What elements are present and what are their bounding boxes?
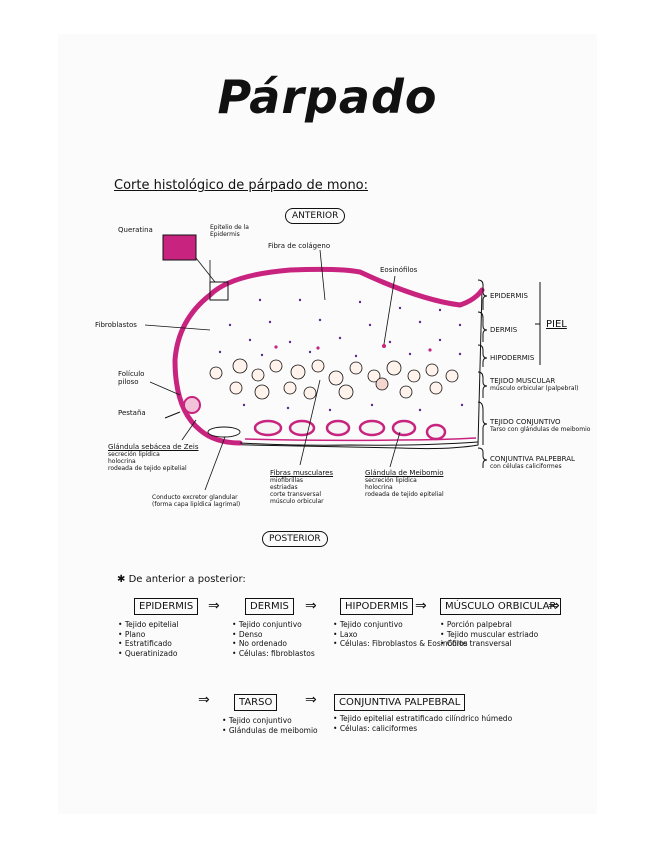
excretory-duct — [207, 426, 241, 438]
layer-tejido-conjuntivo: TEJIDO CONJUNTIVO Tarso con glándulas de… — [490, 418, 591, 433]
list-conjuntiva: Tejido epitelial estratificado cilíndric… — [333, 714, 512, 733]
posterior-label: POSTERIOR — [262, 531, 328, 547]
label-conducto: Conducto excretor glandular(forma capa l… — [152, 494, 241, 508]
diagram-subtitle: Corte histológico de párpado de mono: — [114, 178, 369, 193]
label-fibra-colageno: Fibra de colágeno — [268, 242, 331, 250]
hair-follicle — [183, 396, 201, 414]
dermis-dots — [218, 298, 464, 412]
sequence-heading: ✱ De anterior a posterior: — [117, 574, 246, 585]
pointer-lines — [144, 249, 401, 491]
label-eosinofilos: Eosinófilos — [380, 266, 418, 274]
step-dermis: DERMIS — [245, 598, 294, 615]
queratina-inset — [162, 234, 197, 261]
list-dermis: Tejido conjuntivoDenso No ordenadoCélula… — [232, 620, 315, 658]
step-conjuntiva: CONJUNTIVA PALPEBRAL — [334, 694, 466, 711]
label-fibras-musculares: Fibras musculares miofibrillas estriadas… — [270, 469, 334, 506]
layer-braces — [477, 279, 541, 468]
step-tarso: TARSO — [234, 694, 278, 711]
step-hipodermis: HIPODERMIS — [340, 598, 414, 615]
arrow-5: ⇒ — [198, 692, 210, 708]
conjunctiva-line — [239, 441, 479, 446]
tissue-outline — [174, 268, 483, 450]
label-glandula-zeis: Glándula sebácea de Zeis secreción lipíd… — [108, 443, 199, 473]
page-title: Párpado — [217, 70, 438, 124]
epidermis-band — [172, 266, 485, 446]
label-glandula-meibomio: Glándula de Meibomio secreción lipídica … — [365, 469, 444, 499]
layer-conjuntiva: CONJUNTIVA PALPEBRAL con células calicif… — [490, 455, 575, 470]
meibomian-glands-group — [253, 419, 447, 441]
layer-hipodermis: HIPODERMIS — [490, 354, 535, 362]
layer-epidermis: EPIDERMIS — [490, 292, 528, 300]
list-musculo: Porción palpebralTejido muscular estriad… — [440, 620, 538, 649]
arrow-3: ⇒ — [415, 598, 427, 614]
layer-tejido-muscular: TEJIDO MUSCULAR músculo orbicular (palpe… — [490, 377, 579, 392]
list-epidermis: Tejido epitelialPlano EstratificadoQuera… — [118, 620, 179, 658]
label-fibroblastos: Fibroblastos — [95, 321, 137, 329]
arrow-2: ⇒ — [305, 598, 317, 614]
arrow-4: ⇒ — [548, 598, 560, 614]
glandula-zeis-title: Glándula sebácea de Zeis — [108, 443, 199, 451]
label-queratina: Queratina — [118, 226, 153, 234]
step-epidermis: EPIDERMIS — [134, 598, 199, 615]
layer-dermis: DERMIS — [490, 326, 518, 334]
anterior-label: ANTERIOR — [285, 208, 346, 224]
step-musculo: MÚSCULO ORBICULAR — [440, 598, 562, 615]
muscle-fibers-group — [209, 358, 459, 400]
list-hipodermis: Tejido conjuntivoLaxo Células: Fibroblas… — [333, 620, 468, 649]
arrow-6: ⇒ — [305, 692, 317, 708]
label-pestana: Pestaña — [118, 409, 146, 417]
layer-piel: PIEL — [546, 319, 567, 330]
eosinophils — [274, 344, 432, 352]
conjunctiva-inner-line — [244, 437, 477, 442]
list-tarso: Tejido conjuntivoGlándulas de meibomio — [222, 716, 318, 735]
arrow-1: ⇒ — [208, 598, 220, 614]
